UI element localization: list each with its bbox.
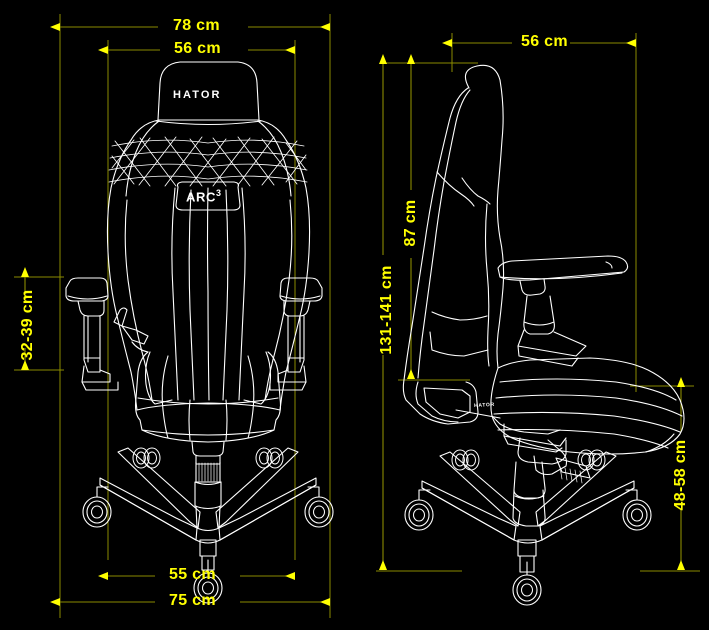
dimension-label-side-seat-height: 48-58 cm	[672, 439, 689, 511]
dimension-label-side-backrest-height: 87 cm	[402, 199, 419, 247]
dimension-label-front-overall-width: 78 cm	[173, 17, 220, 34]
caster-wheel	[143, 447, 161, 469]
front-view-chair	[65, 61, 334, 604]
dimension-label-front-backrest-width: 56 cm	[174, 40, 221, 57]
model-badge-text: ARC	[186, 189, 216, 205]
model-badge-superscript: 3	[215, 188, 222, 198]
caster-wheel	[462, 449, 480, 471]
front-dimension-arrows	[21, 23, 330, 606]
side-dimension-lines	[376, 33, 700, 572]
side-dimension-arrows	[379, 39, 685, 570]
front-dimension-lines	[14, 14, 331, 618]
dimension-label-front-base-span: 75 cm	[169, 592, 216, 609]
caster-wheel	[622, 499, 652, 531]
caster-wheel	[266, 447, 284, 469]
caster-wheel	[304, 496, 334, 528]
dimension-label-front-base-width: 55 cm	[169, 566, 216, 583]
caster-wheel	[512, 574, 542, 606]
model-badge-front: ARC3	[186, 188, 222, 205]
caster-wheel	[404, 499, 434, 531]
side-view-chair	[402, 64, 685, 606]
caster-wheel	[82, 496, 112, 528]
dimension-label-side-total-height: 131-141 cm	[378, 265, 395, 355]
brand-logo-front-headrest: HATOR	[173, 89, 222, 101]
quilted-pattern	[108, 136, 308, 187]
dimension-label-front-armrest-height: 32-39 cm	[19, 289, 36, 361]
dimension-label-side-depth: 56 cm	[521, 33, 568, 50]
